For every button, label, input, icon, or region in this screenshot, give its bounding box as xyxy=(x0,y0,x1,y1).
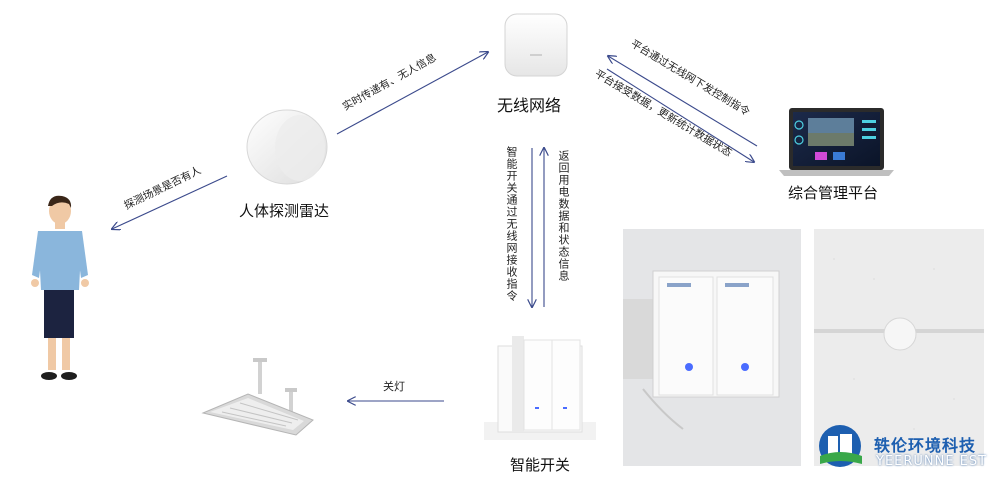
person-icon xyxy=(31,195,89,380)
arrow-label-network-to-switch: 智能开关通过无线网接收指令 xyxy=(505,146,518,302)
arrow-label-switch-to-network: 返回用电数据和状态信息 xyxy=(557,150,570,282)
arrows xyxy=(112,52,758,401)
laptop-icon xyxy=(779,108,894,176)
company-logo xyxy=(816,424,868,470)
arrow-platform-to-network xyxy=(608,56,758,147)
arrow-label-switch-to-light: 关灯 xyxy=(383,380,405,393)
watermark-company-cn: 轶伦环境科技 xyxy=(874,436,977,455)
platform-label: 综合管理平台 xyxy=(788,184,879,202)
wall-switch-photo-graphic xyxy=(623,229,801,466)
watermark-company-en: YEERUNNE EST xyxy=(876,454,988,469)
radar-label: 人体探测雷达 xyxy=(239,202,330,220)
ceiling-light-icon xyxy=(201,358,314,436)
company-logo-graphic xyxy=(819,425,862,467)
arrow-radar-to-person xyxy=(112,175,228,229)
arrow-network-to-platform xyxy=(606,68,754,162)
smart-switch-label: 智能开关 xyxy=(510,456,571,474)
arrow-radar-to-network xyxy=(336,52,488,135)
wireless-ap-icon xyxy=(504,13,568,77)
wireless-network-label: 无线网络 xyxy=(497,96,562,115)
smart-switch-icon xyxy=(484,336,596,440)
radar-sensor-icon xyxy=(246,109,328,185)
wall-switch-photo xyxy=(623,229,801,466)
